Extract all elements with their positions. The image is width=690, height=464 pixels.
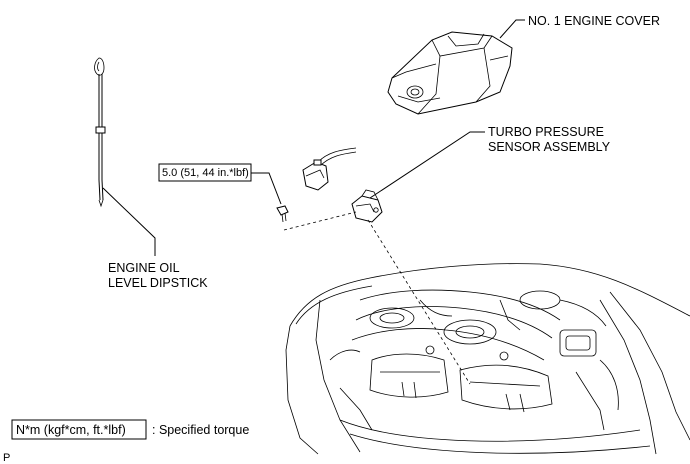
torque-callout: 5.0 (51, 44 in.*lbf)	[158, 163, 252, 182]
sensor-connector	[302, 147, 357, 191]
corner-mark: P	[3, 452, 10, 464]
torque-value-text: 5.0 (51, 44 in.*lbf)	[162, 167, 249, 179]
oil-dipstick	[94, 57, 106, 208]
sensor-bolt	[276, 205, 289, 223]
dipstick-label-line2: LEVEL DIPSTICK	[108, 276, 208, 290]
dipstick-label-line1: ENGINE OIL	[108, 261, 180, 275]
turbo-sensor-body	[351, 189, 383, 223]
torque-leader-line	[251, 172, 282, 205]
engine-cover-label: NO. 1 ENGINE COVER	[528, 14, 660, 28]
turbo-sensor-label-line1: TURBO PRESSURE	[488, 125, 604, 139]
bolt-alignment-line	[283, 211, 357, 231]
engine-cover-drawing	[387, 31, 513, 115]
turbo-sensor-label-line2: SENSOR ASSEMBLY	[488, 140, 611, 154]
torque-legend: N*m (kgf*cm, ft.*lbf) : Specified torque	[11, 419, 249, 440]
sensor-to-engine-alignment-line	[367, 219, 471, 385]
engine-bay-drawing	[285, 263, 690, 455]
legend-torque-unit: N*m (kgf*cm, ft.*lbf)	[16, 423, 126, 437]
engine-cover-leader-line	[499, 19, 525, 39]
legend-torque-desc: : Specified torque	[152, 423, 249, 437]
turbo-sensor-leader-line	[369, 131, 485, 199]
dipstick-leader-line	[102, 187, 156, 256]
